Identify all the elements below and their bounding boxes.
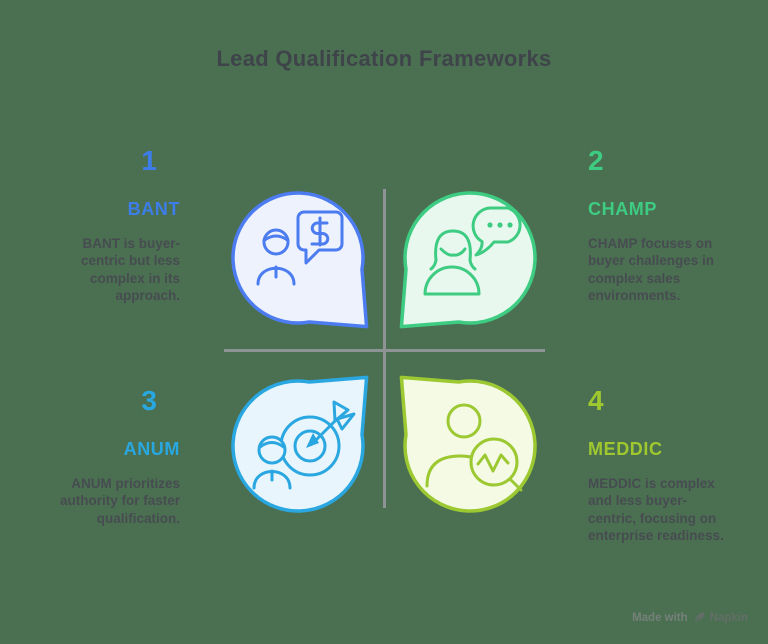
- step-number-4: 4: [588, 385, 604, 416]
- vertical-divider-line: [383, 189, 386, 508]
- person-magnifier-pulse-icon: [425, 403, 523, 492]
- framework-description-meddic: MEDDIC is complex and less buyer-centric…: [588, 475, 724, 544]
- framework-description-bant: BANT is buyer-centric but less complex i…: [80, 235, 180, 304]
- quadrant-champ: 2 CHAMP CHAMP focuses on buyer challenge…: [588, 145, 722, 305]
- step-number-1: 1: [141, 145, 157, 176]
- quadrant-anum: 3 ANUM ANUM prioritizes authority for fa…: [42, 385, 180, 527]
- woman-chat-dots-icon: [423, 206, 522, 296]
- framework-description-anum: ANUM prioritizes authority for faster qu…: [59, 475, 180, 526]
- speech-bubble-bant: [231, 191, 369, 329]
- napkin-watermark[interactable]: Made with Napkin: [632, 612, 748, 624]
- speech-bubble-champ: [399, 191, 537, 329]
- quadrant-meddic: 4 MEDDIC MEDDIC is complex and less buye…: [588, 385, 730, 545]
- framework-label-anum: ANUM: [123, 438, 180, 459]
- napkin-pen-icon: [693, 612, 705, 624]
- framework-label-meddic: MEDDIC: [588, 438, 663, 459]
- page-title: Lead Qualification Frameworks: [216, 46, 552, 71]
- framework-label-champ: CHAMP: [588, 198, 657, 219]
- step-number-3: 3: [141, 385, 157, 416]
- framework-description-champ: CHAMP focuses on buyer challenges in com…: [588, 235, 715, 304]
- watermark-brand: Napkin: [709, 612, 748, 624]
- step-number-2: 2: [588, 145, 604, 176]
- speech-bubble-meddic: [399, 375, 537, 513]
- framework-label-bant: BANT: [127, 198, 180, 219]
- watermark-prefix: Made with: [632, 612, 688, 624]
- quadrant-bant: 1 BANT BANT is buyer-centric but less co…: [60, 145, 180, 305]
- person-target-dart-icon: [252, 400, 356, 490]
- speech-bubble-anum: [231, 375, 369, 513]
- person-dollar-message-icon: [256, 210, 344, 286]
